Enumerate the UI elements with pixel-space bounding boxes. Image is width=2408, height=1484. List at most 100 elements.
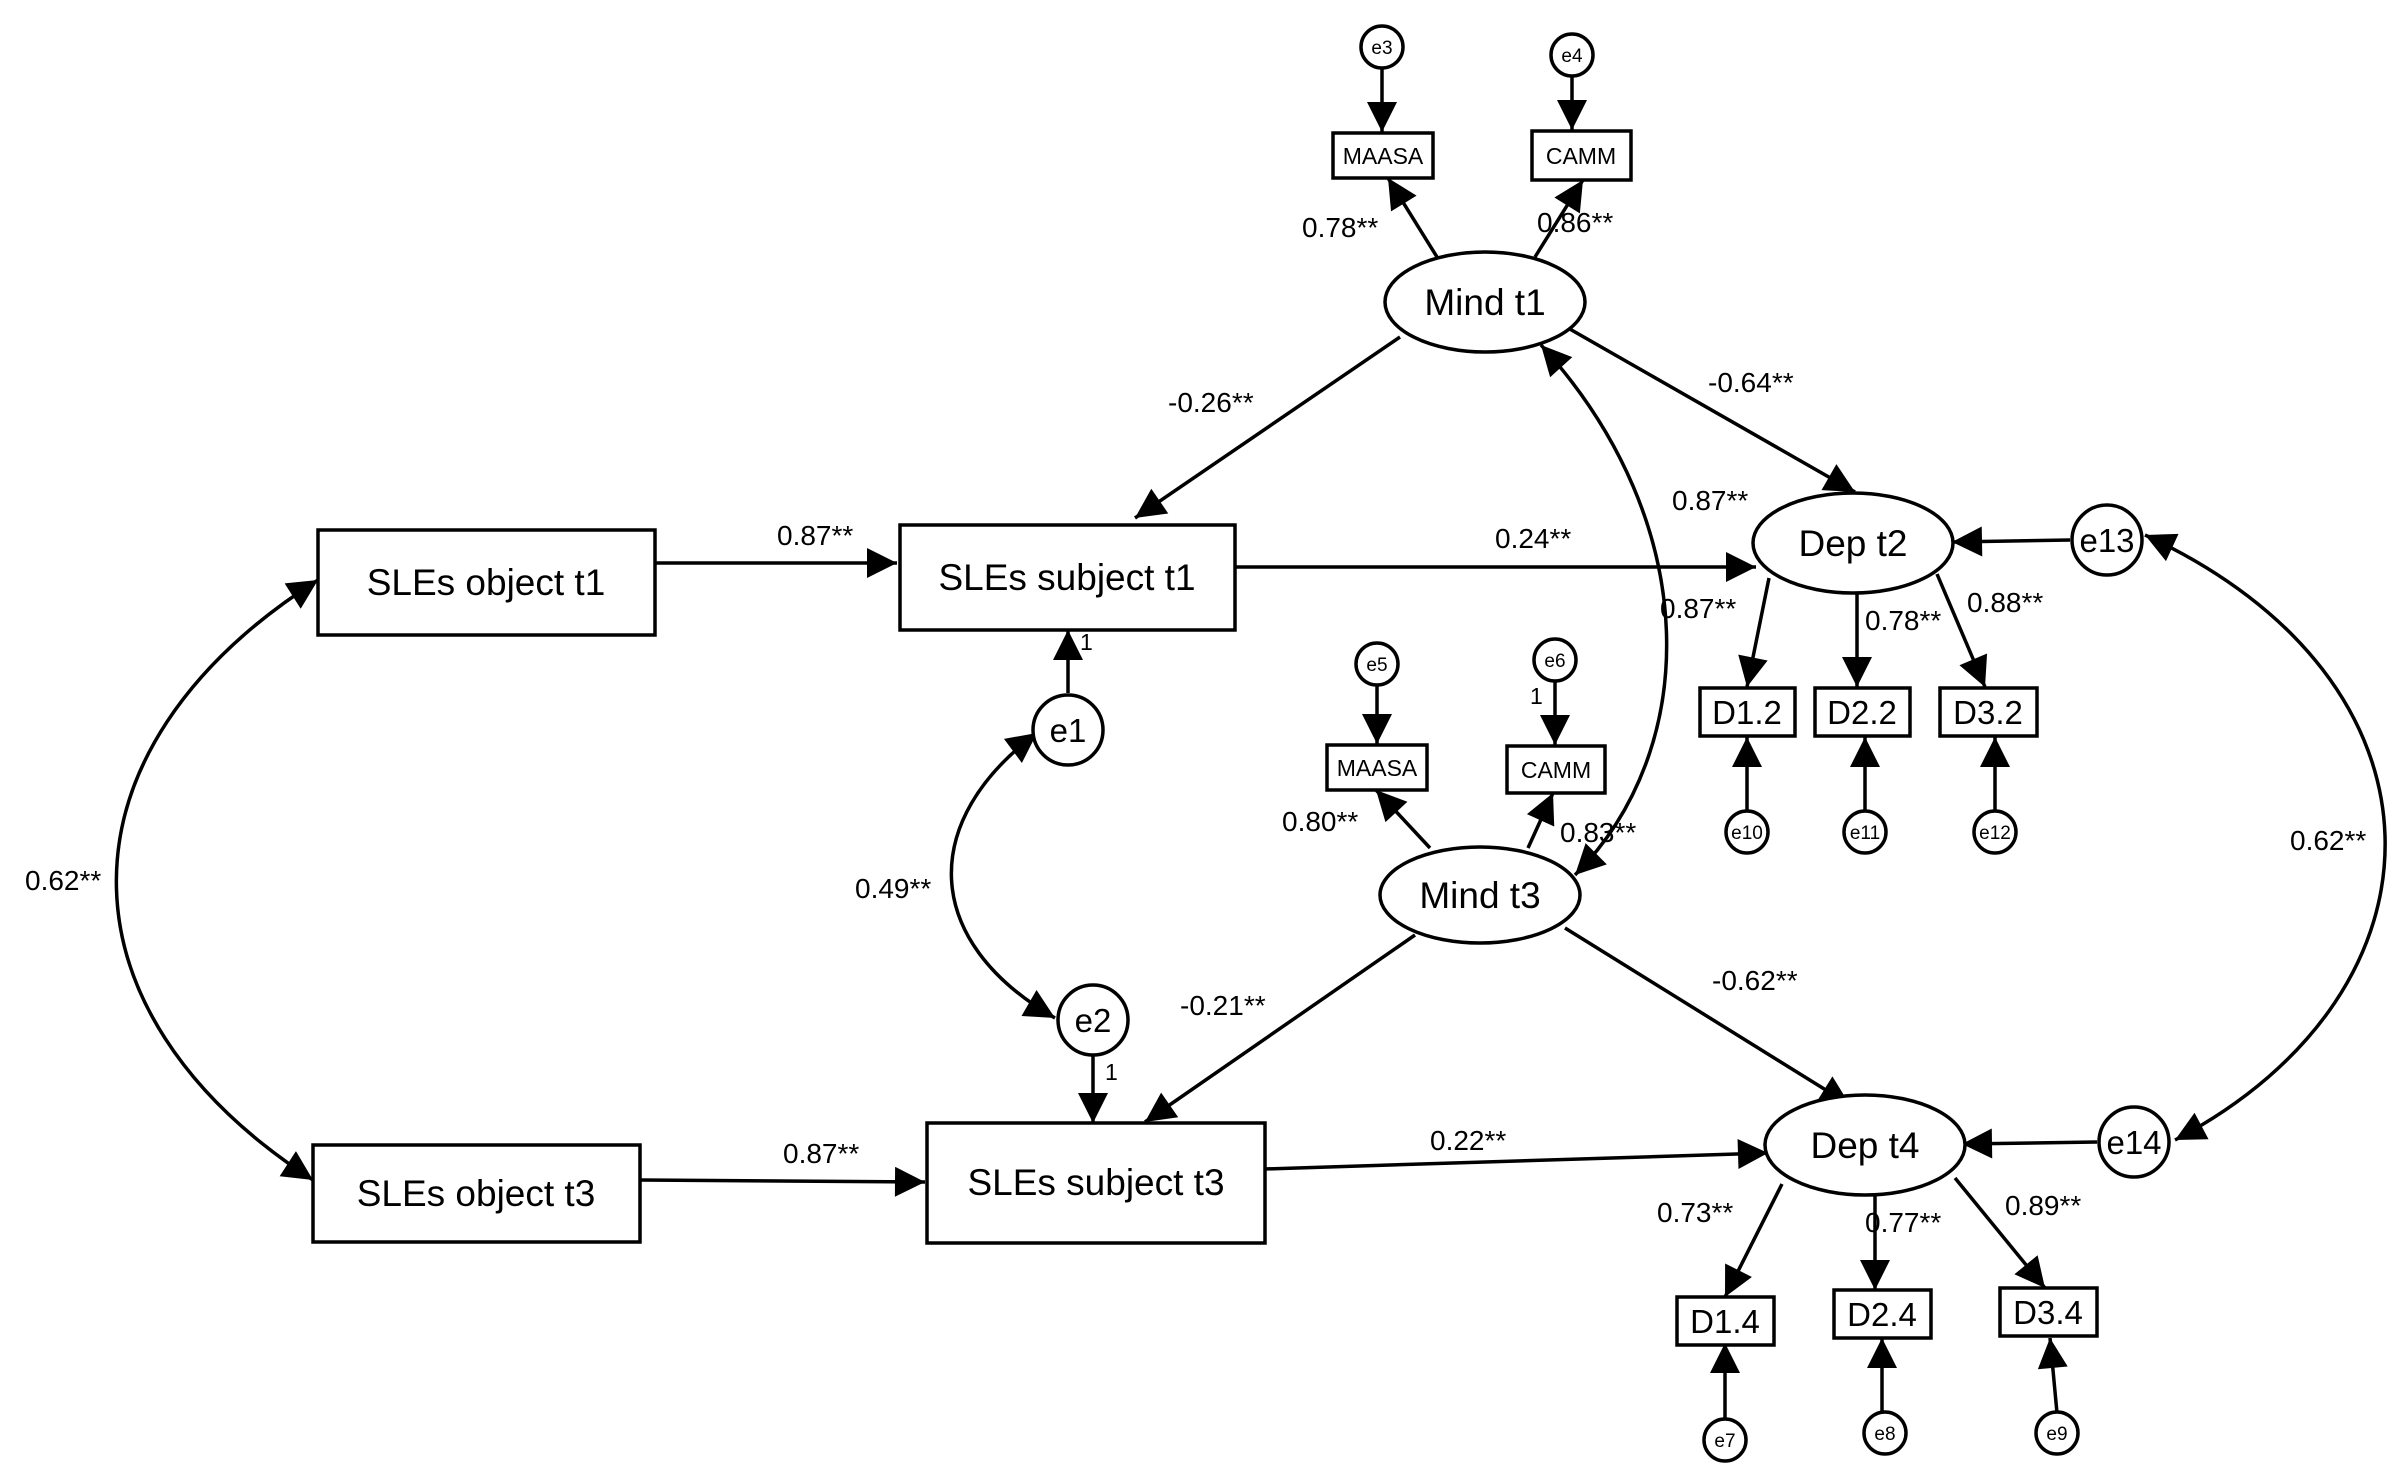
node-circle-e1 [1031, 693, 1105, 767]
fixed-e6: 1 [1530, 683, 1543, 709]
node-label-d1-4: D1.4 [1690, 1303, 1760, 1340]
coef-obj3-subj3: 0.87** [783, 1138, 859, 1169]
path-mind1-subj1 [1134, 335, 1401, 520]
node-circle-e2 [1056, 983, 1130, 1057]
node-box-d1-4 [1675, 1295, 1776, 1347]
coef-mind1-camm: 0.86** [1537, 207, 1613, 238]
node-circle-e9 [2034, 1410, 2080, 1456]
node-ellipse-mind-t3 [1378, 845, 1582, 945]
paths [114, 67, 2387, 1420]
node-circle-e12 [1972, 809, 2018, 855]
node-label-dep-t2: Dep t2 [1798, 523, 1907, 564]
node-label-e11: e11 [1850, 823, 1880, 844]
node-label-d3-2: D3.2 [1953, 694, 2023, 731]
node-box-sles-subject-t1 [898, 523, 1237, 632]
observed-nodes: SLEs object t1 SLEs subject t1 SLEs obje… [311, 129, 2099, 1347]
node-circle-e13 [2070, 503, 2144, 577]
coef-dep4-d34: 0.89** [2005, 1190, 2081, 1221]
coef-obj1-obj3: 0.62** [25, 865, 101, 896]
node-label-e10: e10 [1731, 823, 1763, 844]
node-label-e3: e3 [1371, 38, 1392, 59]
coef-e13-e14: 0.62** [2290, 825, 2366, 856]
node-label-e8: e8 [1874, 1424, 1895, 1445]
node-box-d3-2 [1938, 686, 2039, 738]
path-dep2-d32 [1935, 573, 1988, 688]
path-mind3-dep4 [1564, 926, 1851, 1107]
path-obj3-subj3 [639, 1166, 926, 1197]
coef-mind1-subj1: -0.26** [1168, 387, 1254, 418]
node-box-d1-2 [1698, 686, 1797, 738]
node-label-e2: e2 [1075, 1002, 1112, 1039]
coef-mind1-dep2: -0.64** [1708, 367, 1794, 398]
node-label-d3-4: D3.4 [2013, 1294, 2083, 1331]
path-dep4-d34 [1953, 1176, 2047, 1290]
node-ellipse-mind-t1 [1383, 250, 1587, 354]
node-label-dep-t4: Dep t4 [1810, 1125, 1919, 1166]
coef-subj3-dep4: 0.22** [1430, 1125, 1506, 1156]
path-dep4-d14 [1723, 1183, 1784, 1298]
node-circle-e7 [1702, 1417, 1748, 1463]
coef-mind1-maasa: 0.78** [1302, 212, 1378, 243]
cov-obj1-obj3 [114, 578, 319, 1182]
node-label-maasa-t3: MAASA [1337, 755, 1418, 781]
node-ellipse-dep-t4 [1763, 1093, 1967, 1197]
coef-obj1-subj1: 0.87** [777, 520, 853, 551]
node-label-d1-2: D1.2 [1712, 694, 1782, 731]
cov-e13-e14 [2144, 533, 2387, 1142]
path-e14-dep4 [1961, 1128, 2098, 1159]
node-label-e14: e14 [2106, 1124, 2161, 1161]
node-label-maasa-t1: MAASA [1343, 143, 1424, 169]
node-circle-e10 [1724, 809, 1770, 855]
coef-mind3-subj3: -0.21** [1180, 990, 1266, 1021]
coef-dep2-d32: 0.88** [1967, 587, 2043, 618]
cov-mind1-mind3 [1539, 343, 1669, 877]
path-mind1-dep2 [1567, 326, 1856, 494]
node-label-d2-4: D2.4 [1847, 1296, 1917, 1333]
node-label-sles-subject-t3: SLEs subject t3 [967, 1162, 1224, 1203]
node-circle-e6 [1532, 637, 1578, 683]
node-circle-e4 [1549, 32, 1595, 78]
node-circle-e3 [1359, 24, 1405, 70]
fixed-e2: 1 [1105, 1059, 1118, 1085]
node-box-d2-4 [1832, 1288, 1933, 1340]
node-label-e4: e4 [1561, 46, 1583, 67]
node-box-d2-2 [1813, 686, 1912, 738]
node-label-sles-object-t1: SLEs object t1 [367, 562, 606, 603]
node-label-sles-object-t3: SLEs object t3 [357, 1173, 596, 1214]
node-label-e5: e5 [1366, 655, 1387, 676]
fixed-e1: 1 [1080, 629, 1093, 655]
coef-dep2-d22: 0.78** [1865, 605, 1941, 636]
node-label-e12: e12 [1979, 823, 2011, 844]
coef-e1-e2: 0.49** [855, 873, 931, 904]
node-circle-e8 [1862, 1410, 1908, 1456]
coef-mind3-maasa: 0.80** [1282, 806, 1358, 837]
cov-e1-e2 [949, 731, 1056, 1020]
node-label-camm-t1: CAMM [1546, 143, 1616, 169]
node-label-mind-t1: Mind t1 [1424, 282, 1545, 323]
latent-nodes: Mind t1 Mind t3 Dep t2 Dep t4 [1378, 250, 1967, 1197]
node-circle-e14 [2097, 1105, 2171, 1179]
path-mind1-maasa [1386, 177, 1439, 258]
coef-dep2-d12: 0.87** [1660, 593, 1736, 624]
coef-dep4-d14: 0.73** [1657, 1197, 1733, 1228]
path-mind3-maasa [1374, 788, 1432, 850]
coef-mind3-camm: 0.83** [1560, 817, 1636, 848]
node-box-sles-object-t3 [311, 1143, 642, 1244]
node-box-camm-t1 [1530, 129, 1633, 182]
path-e9-d34 [2037, 1337, 2068, 1414]
node-label-sles-subject-t1: SLEs subject t1 [938, 557, 1195, 598]
node-circle-e11 [1842, 809, 1888, 855]
node-circle-e5 [1354, 641, 1400, 687]
node-label-e6: e6 [1544, 651, 1565, 672]
node-box-sles-subject-t3 [925, 1121, 1267, 1245]
path-e13-dep2 [1951, 526, 2071, 557]
path-subj3-dep4 [1264, 1138, 1769, 1171]
node-label-d2-2: D2.2 [1827, 694, 1897, 731]
node-ellipse-dep-t2 [1751, 491, 1955, 595]
coefficient-labels: 0.87** 0.87** 0.24** 0.22** -0.26** -0.6… [25, 207, 2366, 1238]
node-label-e13: e13 [2079, 522, 2134, 559]
node-label-e1: e1 [1050, 712, 1087, 749]
node-label-e9: e9 [2046, 1424, 2067, 1445]
node-box-camm-t3 [1505, 744, 1607, 795]
